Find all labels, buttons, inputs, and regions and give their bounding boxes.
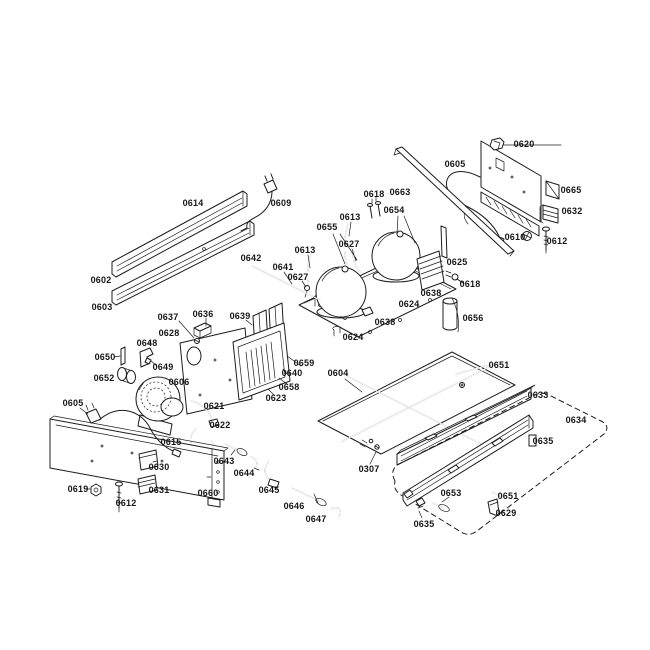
grommet-0652-drawing — [117, 367, 136, 384]
tube-0646-drawing — [291, 487, 327, 507]
bracket-0636-drawing — [193, 317, 212, 339]
pin-0660-drawing — [206, 476, 212, 491]
clip-0630-drawing — [138, 449, 159, 471]
rod-0651-drawing — [455, 362, 498, 375]
elbow-0645-drawing — [264, 460, 280, 489]
screw-0612b-drawing — [115, 481, 123, 513]
tube-0627-drawing — [304, 249, 363, 298]
screw-0637-drawing — [178, 320, 200, 344]
part-0632-drawing — [539, 204, 559, 224]
clip-0649-drawing — [144, 357, 158, 367]
screw-0612-drawing — [542, 226, 550, 254]
dashed-group-0634-drawing — [392, 392, 608, 535]
elbow-0647-drawing — [330, 507, 341, 518]
leader-lines-compressors — [301, 215, 416, 288]
compressor-0655-drawing — [315, 265, 367, 319]
rail-0635-drawing — [402, 414, 537, 507]
access-panel-drawing — [49, 415, 229, 508]
tube-0643-drawing — [224, 443, 248, 456]
elbow-0644-drawing — [250, 456, 260, 471]
bracket-0663-drawing — [393, 146, 515, 257]
cord-0605b-drawing — [79, 402, 182, 458]
pin-0650-drawing — [113, 346, 126, 366]
roller-0653-drawing — [432, 496, 450, 512]
arm-0621-drawing — [190, 400, 220, 428]
bracket-0648-drawing — [139, 340, 154, 368]
screws-0618-drawing — [367, 196, 381, 219]
part-0665-drawing — [545, 180, 560, 200]
clip-0631-drawing — [137, 474, 158, 495]
pocket-0629-drawing — [487, 498, 500, 516]
capacitor-0656-drawing — [442, 297, 459, 333]
screws-0307-drawing — [359, 438, 380, 465]
power-cord-0609-drawing — [240, 173, 278, 232]
screw-0618b-drawing — [445, 270, 464, 284]
rod-0651b-drawing — [491, 491, 504, 498]
rail-0633-drawing — [396, 384, 536, 466]
compressor-0654-drawing — [371, 230, 421, 283]
fan-motor-0606-drawing — [135, 376, 184, 436]
nut-0619-drawing — [85, 483, 102, 497]
rod-0625-drawing — [440, 225, 448, 259]
ptc-relay-0638-drawing — [361, 250, 445, 317]
clip-0635b-drawing — [415, 497, 426, 519]
evaporator-stack-drawing — [232, 322, 302, 401]
screw-0610-drawing — [522, 231, 532, 241]
rod-0642-drawing — [251, 265, 321, 301]
rail-0602-drawing — [111, 190, 248, 278]
wire-shelf-0604-drawing — [317, 351, 516, 455]
